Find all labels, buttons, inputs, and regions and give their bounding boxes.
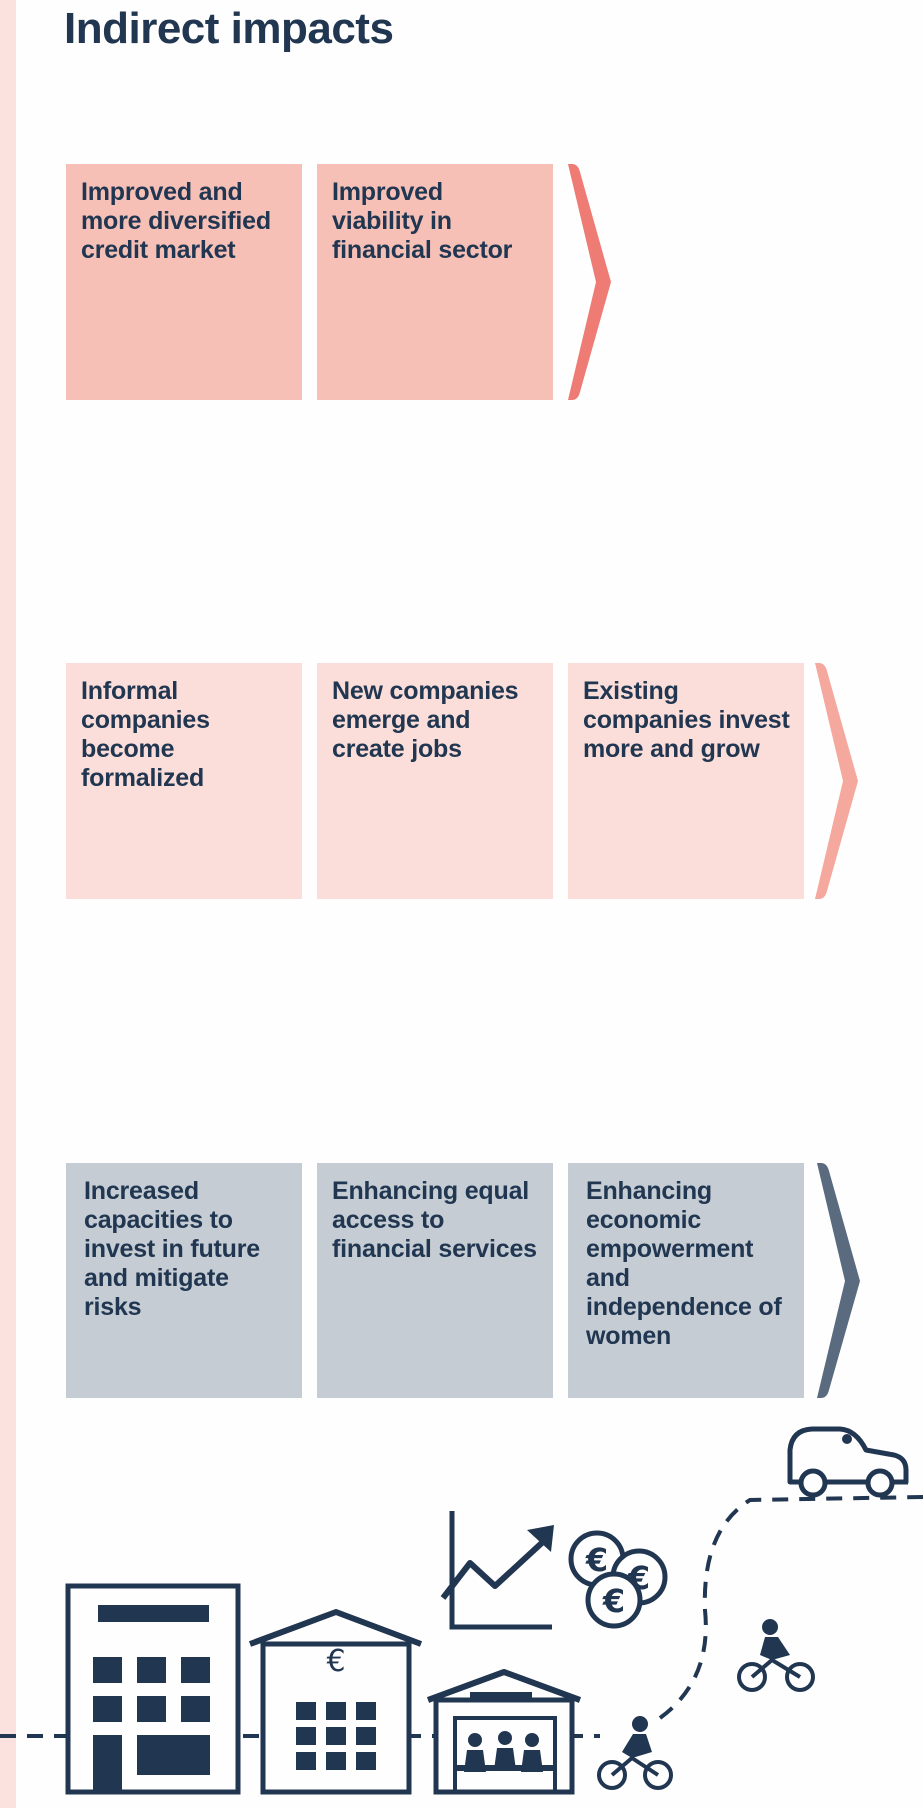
impact-box: Enhancing equal access to financial serv… xyxy=(317,1163,553,1398)
bank-icon: € xyxy=(248,1609,423,1795)
economy-illustration: € € € € xyxy=(0,1426,923,1795)
market-stall-icon xyxy=(426,1669,582,1795)
growth-chart-icon xyxy=(440,1511,554,1630)
svg-text:€: € xyxy=(602,1582,625,1620)
impact-box: Improved and more diversified credit mar… xyxy=(66,164,302,400)
svg-text:€: € xyxy=(585,1541,608,1579)
chevron-arrow-icon xyxy=(815,663,858,899)
euro-coins-icon: € € € xyxy=(568,1530,668,1629)
left-accent-strip xyxy=(0,0,16,1808)
impact-box: Existing companies invest more and grow xyxy=(568,663,804,899)
car-icon xyxy=(787,1426,909,1498)
cyclist-icon xyxy=(597,1716,673,1790)
cyclist-icon xyxy=(737,1619,815,1692)
chevron-arrow-icon xyxy=(568,164,611,400)
impact-box: Increased capacities to invest in future… xyxy=(66,1163,302,1398)
euro-symbol: € xyxy=(326,1644,345,1679)
page-title: Indirect impacts xyxy=(64,4,394,53)
impact-box: New companies emerge and create jobs xyxy=(317,663,553,899)
chevron-arrow-icon xyxy=(817,1163,860,1398)
impact-box: Informal companies become formalized xyxy=(66,663,302,899)
office-building-icon xyxy=(65,1583,241,1795)
impact-box: Enhancing economic empowerment and indep… xyxy=(568,1163,804,1398)
impact-box: Improved viability in financial sector xyxy=(317,164,553,400)
road-path xyxy=(658,1495,923,1720)
